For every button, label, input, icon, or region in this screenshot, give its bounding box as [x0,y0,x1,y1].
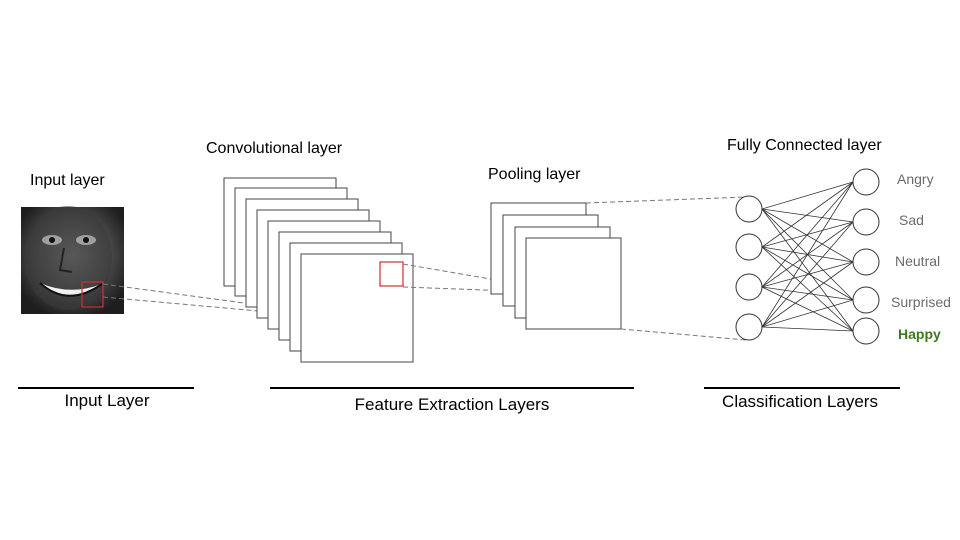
input-face-image [21,206,124,314]
dashed-link [585,196,747,204]
fc-edge [761,181,854,328]
class-labels: Angry Sad Neutral Surprised Happy [891,171,951,342]
output-node [852,286,880,314]
conv-pooling-window-box [379,261,404,287]
class-label-angry: Angry [897,171,934,187]
fc-edge [761,286,854,301]
fc-edge [761,261,854,328]
class-label-neutral: Neutral [895,253,940,269]
fc-connections [761,181,854,332]
fc-layer-title: Fully Connected layer [727,137,882,154]
class-label-sad: Sad [899,212,924,228]
fc-edge [761,326,854,332]
dashed-link [620,328,747,341]
fc-edge [761,181,854,288]
output-node [852,208,880,236]
fc-edge [761,246,854,301]
fc-edge [761,208,854,223]
dashed-link [402,286,567,294]
conv-layer-title: Convolutional layer [206,140,343,157]
output-node [852,317,880,345]
output-node [852,248,880,276]
pool-feature-maps [490,202,622,330]
section-label-input: Input Layer [64,391,149,410]
class-label-happy: Happy [898,326,941,342]
fc-edge [761,286,854,332]
fc-edge [761,221,854,328]
hidden-node [735,233,763,261]
class-label-surprised: Surprised [891,294,951,310]
conv-feature-maps [223,177,414,363]
pool-layer-title: Pooling layer [488,166,581,183]
fc-edge [761,299,854,328]
section-label-classification: Classification Layers [722,392,878,411]
fc-edge [761,181,854,248]
input-layer-title: Input layer [30,172,105,189]
input-receptive-field-box [81,281,104,308]
fc-edge [761,208,854,332]
hidden-node [735,273,763,301]
output-node [852,168,880,196]
section-label-feature: Feature Extraction Layers [355,395,550,414]
fc-edge [761,246,854,332]
fc-edge [761,181,854,210]
fc-nodes [735,168,880,345]
fc-edge [761,208,854,263]
hidden-node [735,313,763,341]
hidden-node [735,195,763,223]
